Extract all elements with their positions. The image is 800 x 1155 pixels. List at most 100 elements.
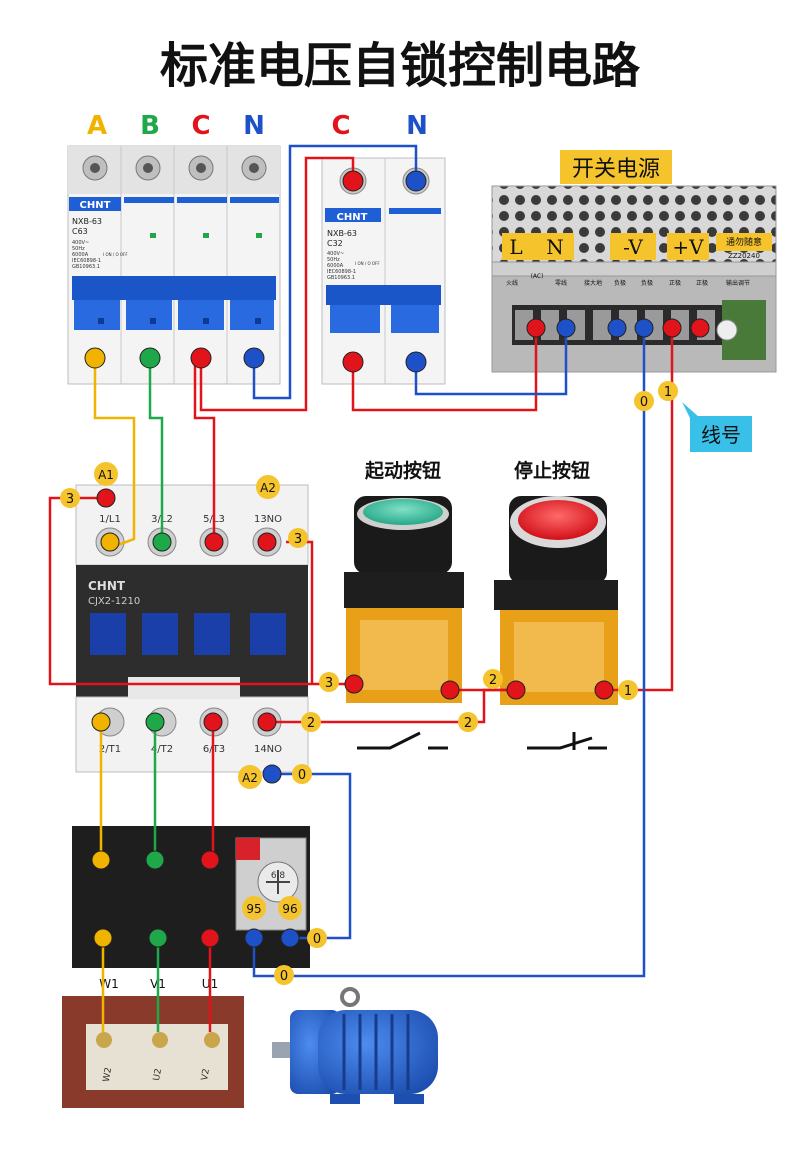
badge-3-text: 3 [66,492,74,507]
badge-1-text: 1 [664,385,672,400]
badge-3: 3 [288,528,308,548]
badge-a2-bottom: A2 [238,765,262,789]
main-breaker-std1: IEC60898-1 [72,258,101,264]
wire-neutral-main [252,144,418,400]
wire-psu-n [414,328,568,396]
badge-1: 1 [658,381,678,401]
psu-warning: 通勿随意 [726,236,762,248]
wire-phase-a [93,358,136,550]
main-breaker-brand: CHNT [80,200,111,211]
main-breaker-spec2: 50Hz [72,246,85,252]
badge-3-text: 3 [325,676,333,691]
control-breaker-model: NXB-63 [327,229,357,238]
control-breaker-spec3: 6000A [327,263,344,269]
psu-title: 开关电源 [572,157,660,182]
contactor-term-label: 2/T1 [99,744,121,755]
main-breaker-model: NXB-63 [72,217,102,226]
control-breaker: CHNT NXB-63 C32 400V~ 50Hz 6000A IEC6089… [321,157,446,385]
badge-a1-text: A1 [98,468,114,482]
motor-term-w2: W2 [102,1067,114,1083]
badge-1-text: 1 [624,684,632,699]
badge-95: 95 [242,896,266,920]
badge-2: 2 [483,669,503,689]
contactor-term-label: 13NO [254,514,282,525]
badge-0-text: 0 [280,969,288,984]
psu-sub-label: 零线 [555,279,567,287]
motor-term-u2: U2 [152,1068,164,1082]
page-title: 标准电压自锁控制电路 [160,38,641,94]
badge-a2-bottom-text: A2 [242,771,258,785]
switching-power-supply: 开关电源 L N -V +V 通勿随意 ZZ20240 火线 (AC) 零线 接… [491,150,777,373]
control-breaker-std2: GB10963.1 [327,275,355,281]
badge-0-text: 0 [298,768,306,783]
phase-label-a: A [87,111,107,141]
badge-2-text: 2 [464,716,472,731]
motor-terminal-box: W2 U2 V2 [62,996,244,1108]
psu-sub-label: 输出调节 [726,279,750,287]
wire-phase-c-branch [199,156,355,412]
contactor-model: CJX2-1210 [88,596,140,607]
phase-label-b: B [140,111,160,141]
wire-phase-b [148,358,164,542]
main-breaker-handle[interactable] [72,276,276,330]
contactor-brand: CHNT [88,579,126,593]
start-button-label: 起动按钮 [364,459,441,482]
terminal-dots [84,170,710,948]
badge-96: 96 [278,896,302,920]
control-breaker-spec1: 400V~ [327,251,344,257]
breaker-top-screws [82,155,267,181]
badge-a1: A1 [94,462,118,486]
stop-push-button[interactable] [494,496,618,705]
main-breaker: CHNT NXB-63 C63 400V~ 50Hz 6000A IEC6089… [67,145,281,385]
motor-term-v2: V2 [200,1068,212,1081]
badge-1: 1 [618,680,638,700]
wire-0 [252,328,646,978]
badge-a2-top-text: A2 [260,481,276,495]
badge-0-text: 0 [640,395,648,410]
psu-term-l: L [509,235,522,259]
badge-3-text: 3 [294,532,302,547]
control-breaker-std1: IEC60898-1 [327,269,356,275]
badge-3: 3 [319,672,339,692]
phase-label-c: C [191,111,210,141]
stop-button-label: 停止按钮 [514,459,590,482]
contactor-term-label: 1/L1 [99,514,121,525]
psu-sub-labels: 火线 (AC) 零线 接大地 负极 负极 正极 正极 输出调节 [506,273,750,287]
psu-sub-label: 正极 [696,279,708,287]
control-breaker-handle[interactable] [326,285,441,333]
badge-0: 0 [307,928,327,948]
badge-2: 2 [301,712,321,732]
wire-number-callout-text: 线号 [701,423,741,447]
badge-0: 0 [274,965,294,985]
main-breaker-on-off: I ON / O OFF [103,252,128,257]
psu-sub-label: 负极 [614,279,626,287]
control-breaker-brand: CHNT [337,212,368,223]
contactor-term-label: 4/T2 [151,744,173,755]
contactor-term-label: 14NO [254,744,282,755]
psu-sub-label: 负极 [641,279,653,287]
main-breaker-rating: C63 [72,227,88,236]
psu-term-n: N [546,235,564,259]
badge-96-text: 96 [282,902,297,916]
wire-phase-c [193,358,216,542]
control-breaker-on-off: I ON / O OFF [355,261,380,266]
wire-number-badges: A1 A2 A2 95 96 3 3 3 2 2 2 1 1 0 0 0 0 [60,381,678,985]
badge-0: 0 [292,764,312,784]
badge-95-text: 95 [246,902,261,916]
psu-sub-label: (AC) [531,273,544,280]
badge-2: 2 [458,712,478,732]
phase-label-n2: N [406,111,428,141]
psu-sub-label: 接大地 [584,279,602,287]
start-push-button[interactable] [344,496,464,703]
badge-0: 0 [634,391,654,411]
main-breaker-spec1: 400V~ [72,240,89,246]
thermal-overload-relay: 6.8 [72,826,310,968]
badge-2-text: 2 [307,716,315,731]
wire-psu-l [351,328,538,412]
badge-0-text: 0 [313,932,321,947]
phase-label-c2: C [331,111,350,141]
badge-3: 3 [60,488,80,508]
electric-motor [272,987,438,1104]
